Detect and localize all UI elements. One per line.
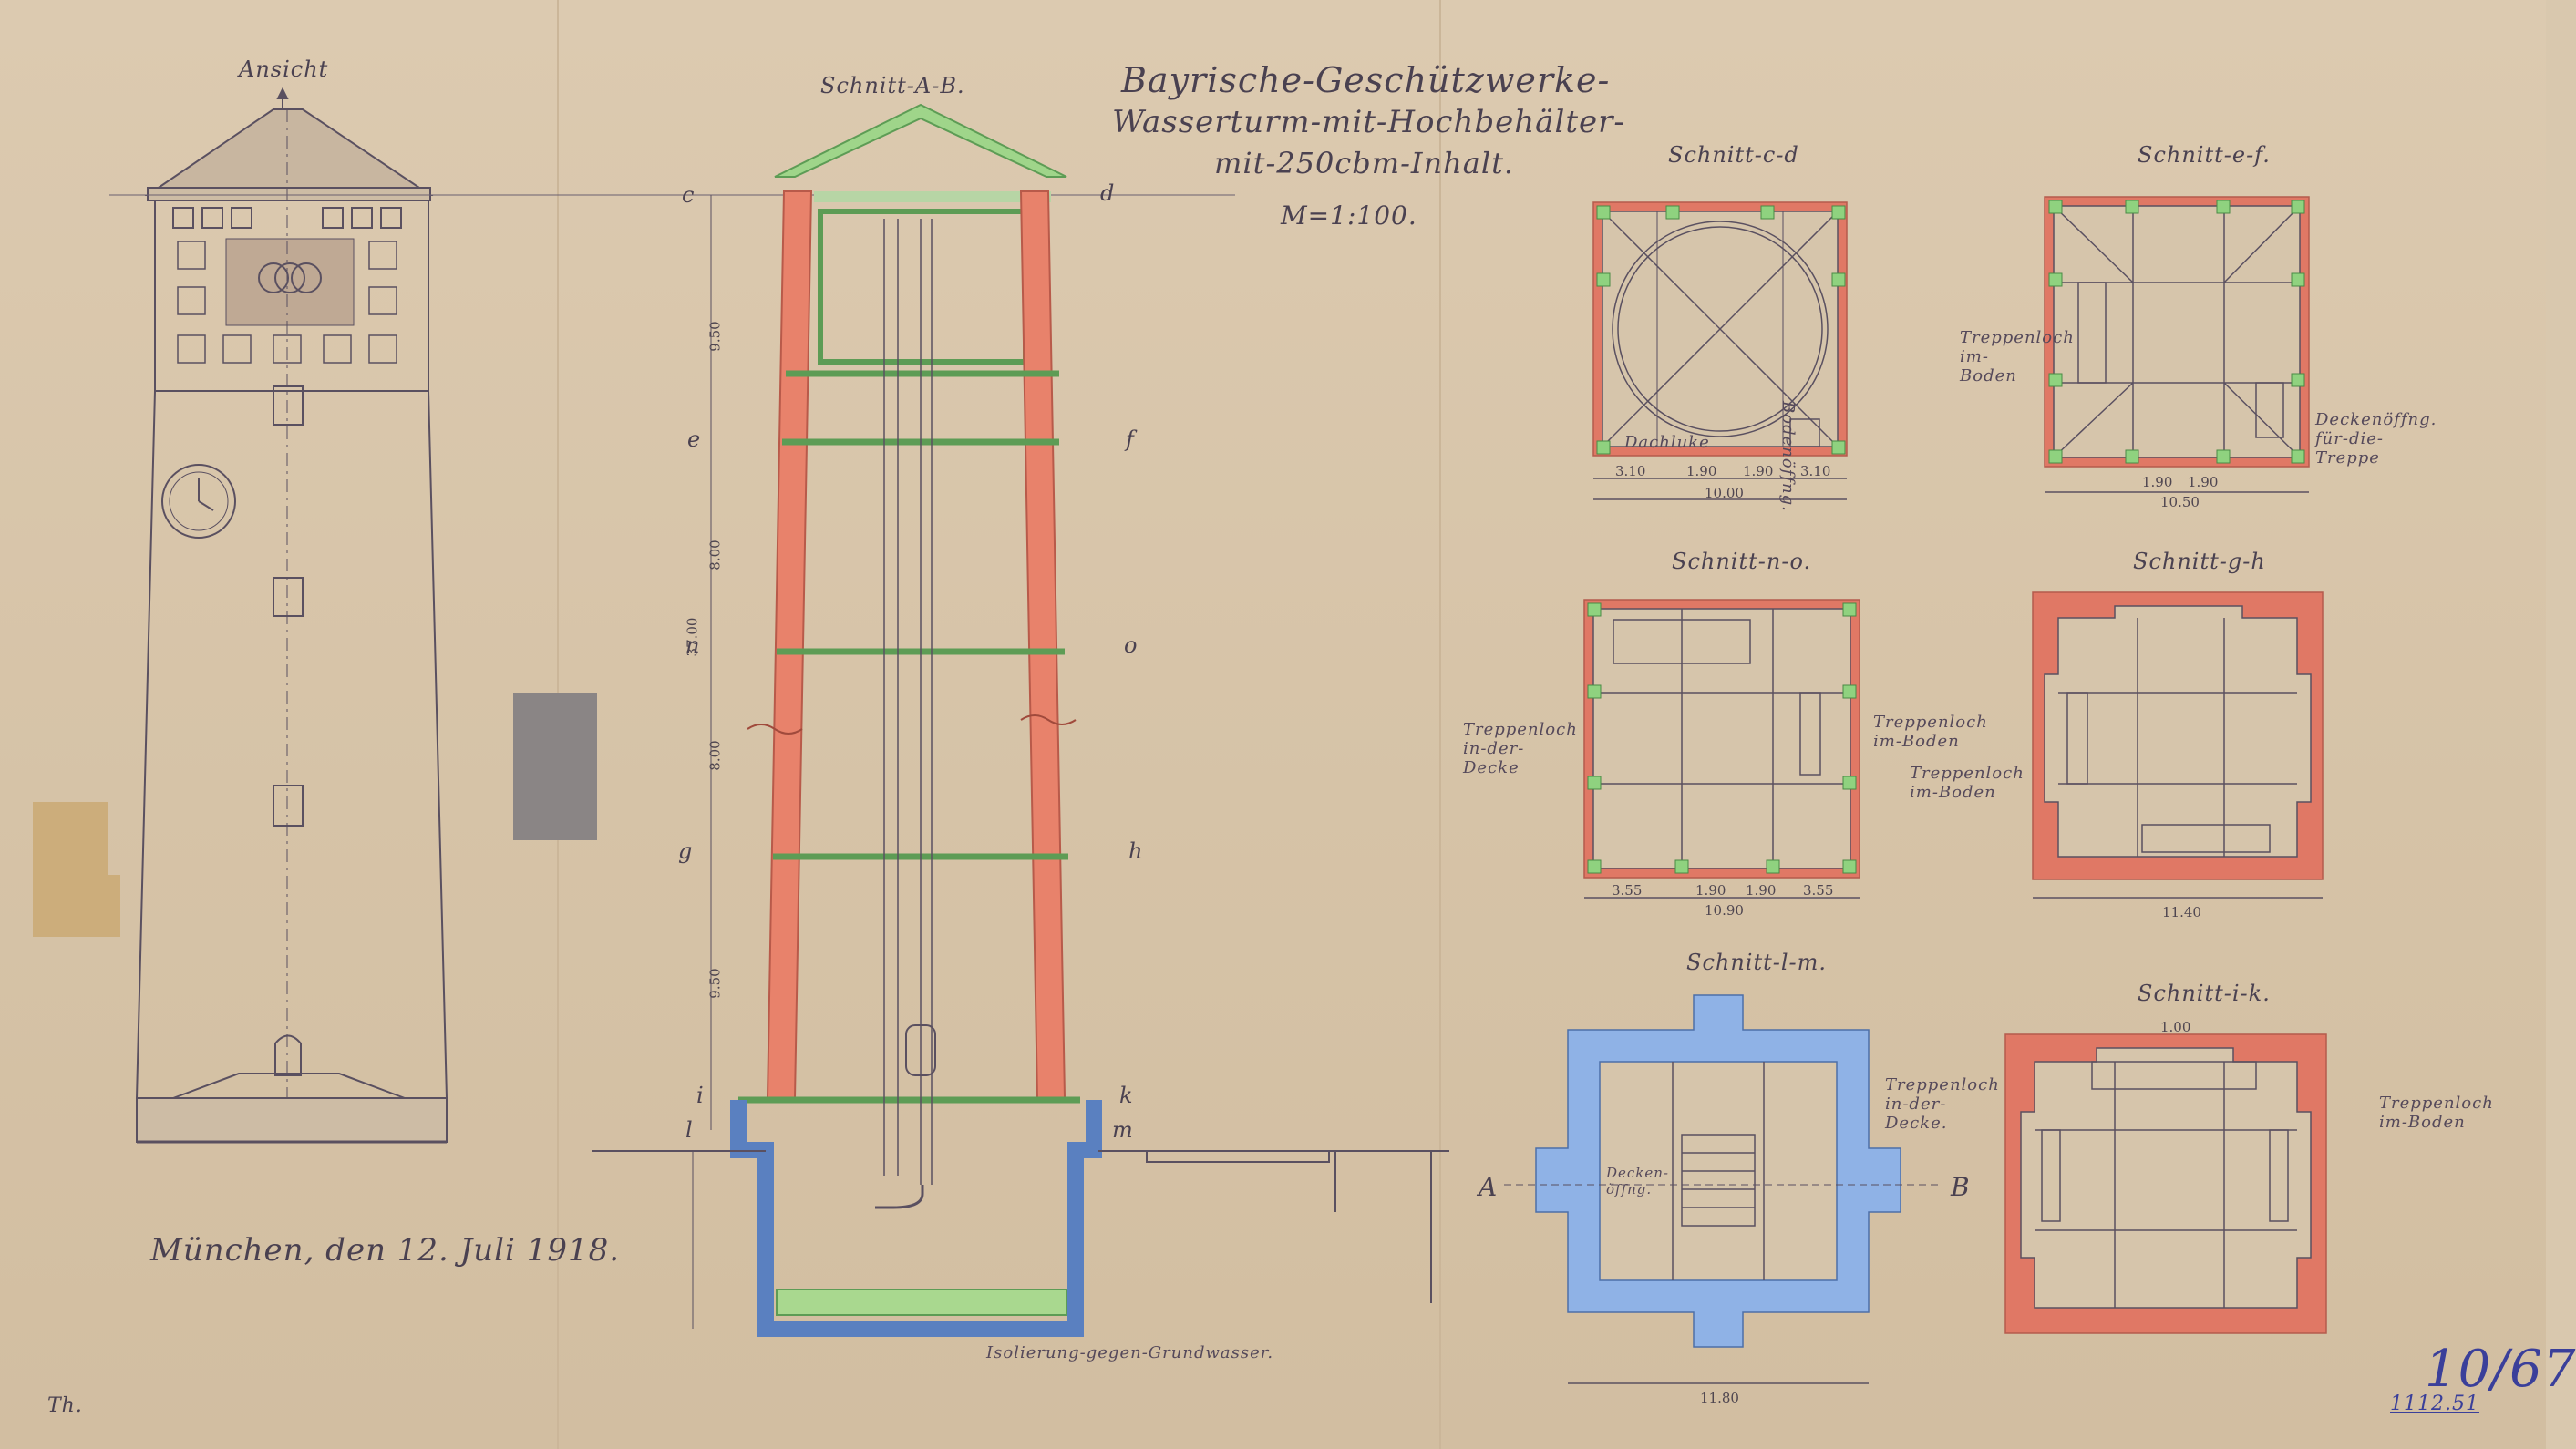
plan-gh <box>2032 591 2324 899</box>
dim-ik-top: 1.00 <box>2160 1019 2191 1035</box>
marker-B: B <box>1951 1172 1971 1202</box>
view-label-section-no: Schnitt-n-o. <box>1672 549 1812 574</box>
plan-cd <box>1592 201 1848 500</box>
dim-cd-2: 1.90 <box>1686 463 1717 479</box>
dim-no-4: 3.55 <box>1803 882 1834 899</box>
view-label-section-cd: Schnitt-c-d <box>1668 142 1799 168</box>
marker-m: m <box>1112 1117 1134 1143</box>
plan-lm <box>1504 994 1942 1384</box>
plan-no <box>1583 599 1860 899</box>
plan-ik <box>2004 1033 2327 1334</box>
scale-label: M=1:100. <box>1281 200 1417 231</box>
note-isolierung: Isolierung-gegen-Grundwasser. <box>986 1343 1274 1362</box>
view-label-section-gh: Schnitt-g-h <box>2133 549 2266 574</box>
archive-number-small: 1112.51 <box>2390 1392 2479 1415</box>
marker-e: e <box>687 426 702 452</box>
dim-cd-total: 10.00 <box>1705 485 1744 501</box>
dim-cd-3: 1.90 <box>1743 463 1774 479</box>
note-treppenloch-decke-no: Treppenloch in-der-Decke <box>1463 720 1578 777</box>
section-ab-view <box>592 103 1449 1337</box>
dim-no-1: 3.55 <box>1612 882 1643 899</box>
elevation-top-windows <box>172 207 402 229</box>
dim-no-3: 1.90 <box>1746 882 1777 899</box>
clock-face <box>161 464 236 539</box>
plan-ef <box>2044 196 2310 493</box>
marker-l: l <box>685 1117 694 1143</box>
note-treppenloch-boden: Treppenloch im-Boden <box>1960 328 2075 385</box>
dim-ef-2: 1.90 <box>2188 474 2219 490</box>
view-label-section-ab: Schnitt-A-B. <box>820 73 965 98</box>
tape-patch <box>33 802 108 875</box>
dim-cd-4: 3.10 <box>1800 463 1831 479</box>
note-treppenloch-boden-gh: Treppenloch im-Boden <box>1910 764 2025 802</box>
dim-total-height: 37.00 <box>684 617 701 657</box>
dim-lm-total: 11.80 <box>1700 1390 1739 1406</box>
note-treppenloch-boden-no: Treppenloch im-Boden <box>1873 713 1988 751</box>
dim-h3: 8.00 <box>706 740 724 771</box>
tape-patch <box>33 875 120 937</box>
marker-f: f <box>1126 426 1135 452</box>
dim-no-2: 1.90 <box>1695 882 1726 899</box>
title-line-2: Wasserturm-mit-Hochbehälter- <box>1112 104 1625 140</box>
marker-o: o <box>1124 632 1139 658</box>
marker-k: k <box>1119 1083 1134 1108</box>
marker-h: h <box>1128 838 1144 864</box>
dim-h2: 8.00 <box>706 540 724 570</box>
note-deckenoeffnung: Deckenöffng. für-die-Treppe <box>2315 410 2437 468</box>
gray-swatch <box>513 693 597 840</box>
marker-i: i <box>696 1083 705 1108</box>
dim-ef-1: 1.90 <box>2142 474 2173 490</box>
marker-g: g <box>678 838 694 864</box>
view-label-section-lm: Schnitt-l-m. <box>1686 950 1828 975</box>
title-line-1: Bayrische-Geschützwerke- <box>1121 60 1611 100</box>
view-label-elevation: Ansicht <box>239 57 329 82</box>
dim-ef-total: 10.50 <box>2160 494 2200 510</box>
marker-n: n <box>685 632 701 658</box>
note-deckenoeffng-lm: Decken-öffng. <box>1606 1165 1669 1197</box>
dim-h1: 9.50 <box>706 321 724 352</box>
view-label-section-ik: Schnitt-i-k. <box>2138 981 2271 1006</box>
note-bodenoeffnung: Bodenöffng. <box>1778 401 1798 512</box>
title-line-3: mit-250cbm-Inhalt. <box>1214 146 1515 180</box>
plan-no-columns <box>1587 602 1857 874</box>
note-treppenloch-decke-lm: Treppenloch in-der-Decke. <box>1885 1075 2000 1133</box>
initials: Th. <box>47 1394 83 1417</box>
note-treppenloch-boden-ik: Treppenloch im-Boden <box>2379 1094 2494 1132</box>
elevation-view <box>135 87 448 1144</box>
marker-A: A <box>1479 1172 1499 1202</box>
elevation-ornament-tiles <box>177 241 397 364</box>
plan-ef-columns <box>2048 200 2305 464</box>
dim-gh-total: 11.40 <box>2162 904 2201 920</box>
plan-cd-columns <box>1596 205 1846 455</box>
note-dachluke: Dachluke <box>1624 433 1710 452</box>
marker-d: d <box>1100 180 1116 206</box>
dim-cd-1: 3.10 <box>1615 463 1646 479</box>
dim-no-total: 10.90 <box>1705 902 1744 919</box>
archive-number: 10/67 <box>2425 1340 2576 1399</box>
place-date: München, den 12. Juli 1918. <box>150 1232 621 1269</box>
view-label-section-ef: Schnitt-e-f. <box>2138 142 2271 168</box>
dim-h4: 9.50 <box>706 968 724 999</box>
marker-c: c <box>682 182 696 208</box>
